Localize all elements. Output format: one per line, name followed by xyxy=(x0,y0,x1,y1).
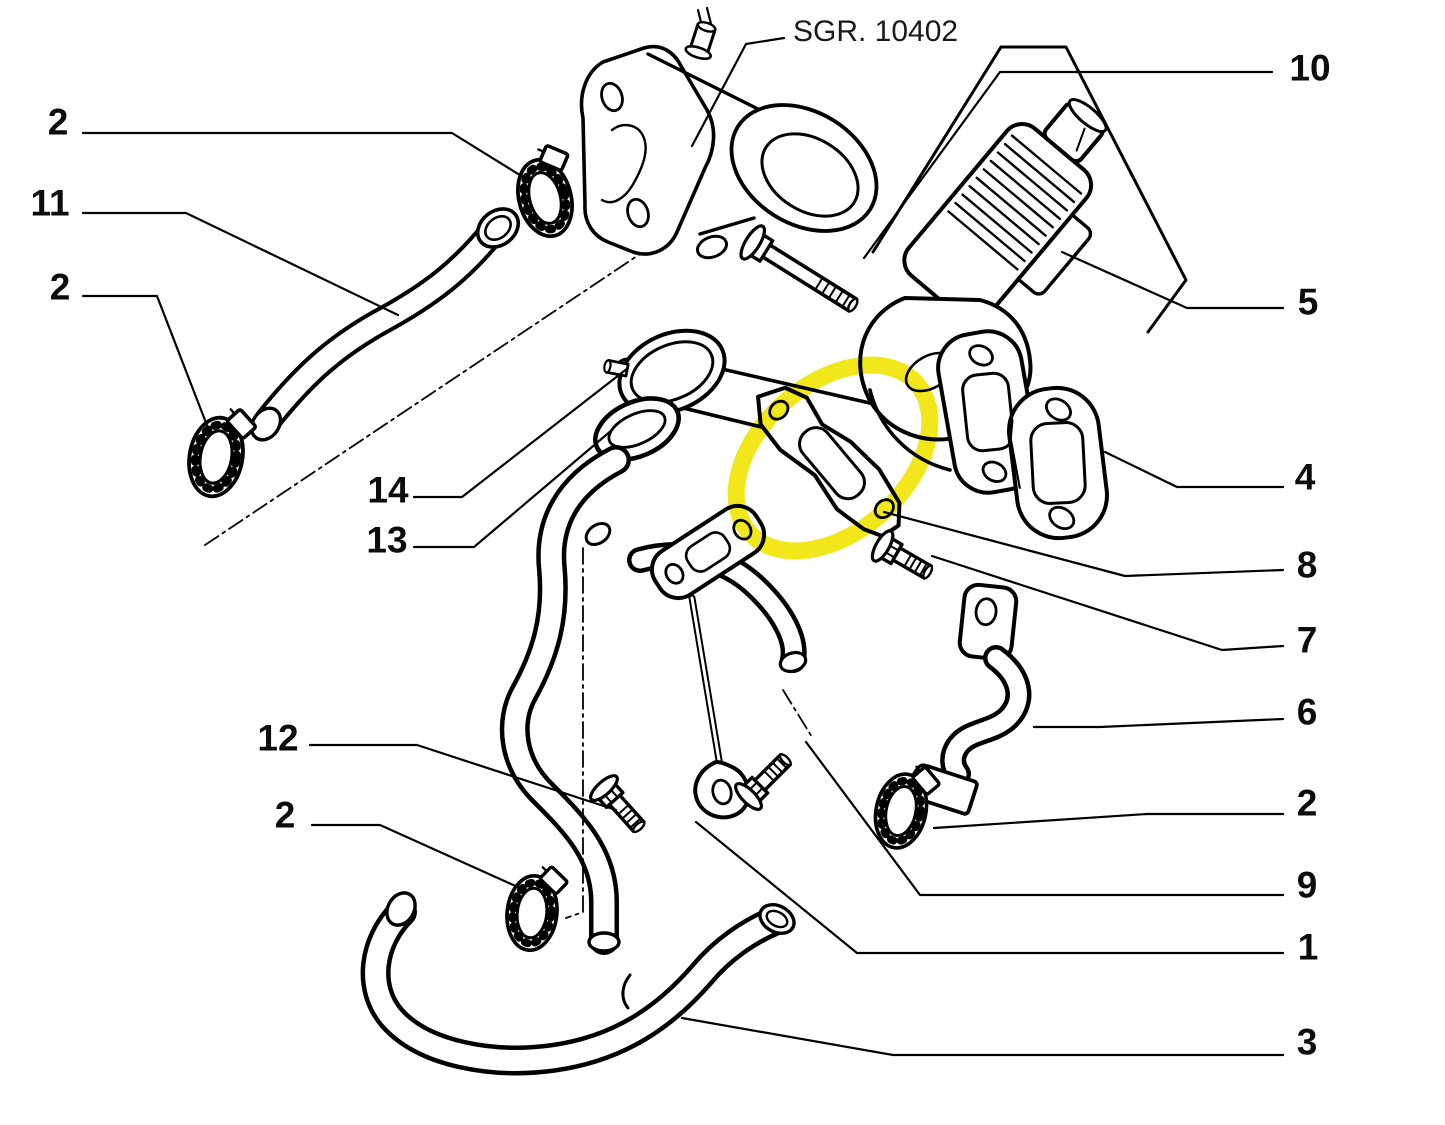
leader-11 xyxy=(81,211,400,317)
callout-10: 10 xyxy=(1289,47,1331,89)
callout-4: 4 xyxy=(1294,456,1316,498)
small-stub xyxy=(584,522,612,546)
callout-3: 3 xyxy=(1296,1021,1318,1063)
pipe-assembly-1 xyxy=(499,445,808,955)
hose-11 xyxy=(249,207,521,442)
clamp-ring-14 xyxy=(603,328,727,416)
egr-valve xyxy=(858,98,1108,495)
leader-4 xyxy=(1103,450,1285,489)
leader-2-right xyxy=(932,812,1285,830)
leader-lines xyxy=(81,36,1285,1057)
callout-12: 12 xyxy=(257,717,299,759)
leader-6 xyxy=(1032,717,1285,729)
callout-2-bottomleft: 2 xyxy=(274,794,296,836)
leader-7 xyxy=(930,554,1285,652)
leader-12 xyxy=(308,743,618,812)
bolt-10 xyxy=(739,224,859,313)
leader-2-topleft xyxy=(81,131,525,179)
leader-1 xyxy=(694,820,1285,955)
sgr-reference-label: SGR. 10402 xyxy=(793,15,959,48)
leader-9 xyxy=(804,740,1285,897)
stud-bolt-7 xyxy=(866,526,941,590)
egr-mount-panel xyxy=(871,45,1188,334)
callout-2-right: 2 xyxy=(1296,782,1318,824)
callout-5: 5 xyxy=(1297,281,1319,323)
leader-2-bottomleft xyxy=(310,823,522,890)
leader-2-midleft xyxy=(81,294,210,430)
callout-2-topleft: 2 xyxy=(47,101,69,143)
callout-1: 1 xyxy=(1297,926,1319,968)
egr-cooling-ribs xyxy=(947,134,1083,271)
leader-10 xyxy=(862,70,1274,260)
leader-13 xyxy=(412,428,614,549)
callout-6: 6 xyxy=(1296,691,1318,733)
callout-8: 8 xyxy=(1296,544,1318,586)
egr-connector xyxy=(1042,98,1108,164)
callout-11: 11 xyxy=(30,182,70,224)
callout-7: 7 xyxy=(1296,619,1318,661)
thermostat-housing xyxy=(579,6,879,260)
callout-2-midleft: 2 xyxy=(49,266,71,308)
callout-13: 13 xyxy=(366,519,408,561)
leader-sgr xyxy=(690,36,786,148)
gasket-13 xyxy=(593,396,681,462)
leader-14 xyxy=(412,366,630,499)
highlight-ellipse xyxy=(727,356,939,560)
clamp-2-bottom xyxy=(503,859,569,954)
clamp-2-left xyxy=(183,398,259,502)
hose-nipple xyxy=(684,6,717,61)
bolt-12 xyxy=(585,770,656,843)
leader-8 xyxy=(882,510,1285,578)
gasket-4 xyxy=(1007,385,1109,541)
centerlines xyxy=(204,253,813,919)
callout-14: 14 xyxy=(367,469,409,511)
hose-3 xyxy=(360,891,796,1076)
leader-5 xyxy=(1060,250,1285,310)
leader-3 xyxy=(680,1016,1285,1057)
callout-9: 9 xyxy=(1296,864,1318,906)
